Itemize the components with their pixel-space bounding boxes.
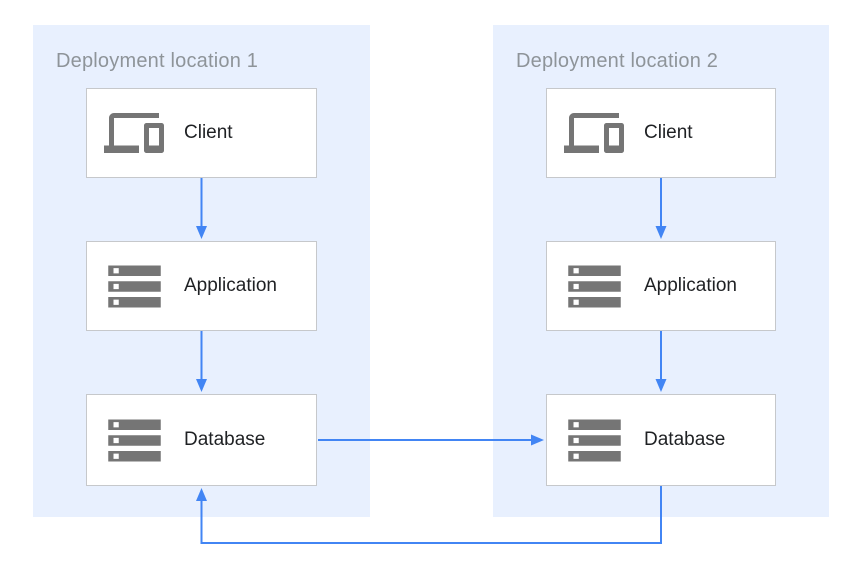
node-database-1: Database <box>86 394 317 486</box>
node-application-1: Application <box>86 241 317 331</box>
node-label: Client <box>184 122 233 143</box>
storage-icon <box>561 407 627 473</box>
devices-icon <box>561 100 627 166</box>
node-label: Client <box>644 122 693 143</box>
node-client-1: Client <box>86 88 317 178</box>
storage-icon <box>101 407 167 473</box>
storage-icon <box>101 253 167 319</box>
node-database-2: Database <box>546 394 776 486</box>
node-label: Application <box>184 275 277 296</box>
node-client-2: Client <box>546 88 776 178</box>
node-application-2: Application <box>546 241 776 331</box>
panel-title: Deployment location 1 <box>56 50 259 72</box>
storage-icon <box>561 253 627 319</box>
node-label: Application <box>644 275 737 296</box>
panel-title: Deployment location 2 <box>516 50 719 72</box>
devices-icon <box>101 100 167 166</box>
node-label: Database <box>644 429 726 450</box>
node-label: Database <box>184 429 266 450</box>
